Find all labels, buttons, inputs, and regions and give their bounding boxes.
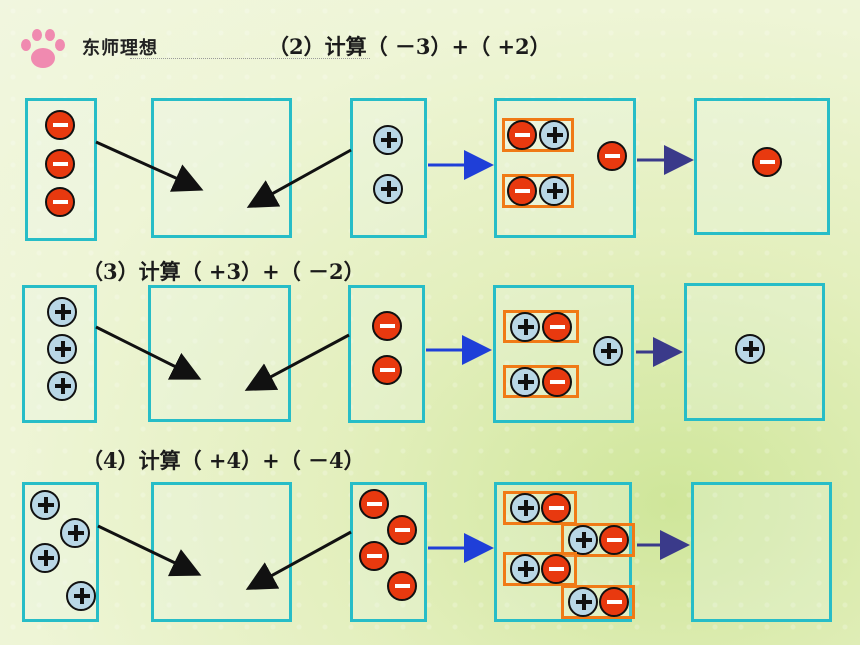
arrow-icon: [246, 148, 352, 208]
minus-chip-icon: [45, 110, 75, 140]
plus-chip-icon: [510, 493, 540, 523]
plus-chip-icon: [539, 176, 569, 206]
plus-chip-icon: [510, 554, 540, 584]
minus-chip-icon: [372, 311, 402, 341]
plus-chip-icon: [373, 174, 403, 204]
problem-3-title: （3）计算（ +3）+（ －2）: [82, 259, 365, 284]
zero-pair: [502, 174, 574, 208]
problem-2-title: （2）计算（ －3）+（ +2）: [268, 34, 551, 59]
row1-addend1-box: [25, 98, 97, 241]
minus-chip-icon: [387, 515, 417, 545]
logo-text: 东师理想: [82, 38, 158, 59]
minus-chip-icon: [542, 312, 572, 342]
zero-pair: [503, 310, 579, 343]
minus-chip-icon: [541, 493, 571, 523]
row1-cancel-box: [494, 98, 636, 238]
minus-chip-icon: [45, 187, 75, 217]
minus-chip-icon: [541, 554, 571, 584]
plus-chip-icon: [30, 490, 60, 520]
row2-result-box: [684, 283, 825, 421]
row1-addend2-box: [350, 98, 427, 238]
minus-chip-icon: [372, 355, 402, 385]
minus-chip-icon: [599, 525, 629, 555]
arrow-icon: [245, 530, 352, 590]
zero-pair: [561, 523, 635, 557]
plus-chip-icon: [373, 125, 403, 155]
zero-pair: [502, 118, 574, 152]
plus-chip-icon: [47, 371, 77, 401]
minus-chip-icon: [599, 587, 629, 617]
plus-chip-icon: [568, 587, 598, 617]
plus-chip-icon: [66, 581, 96, 611]
row3-result-box: [691, 482, 832, 622]
minus-chip-icon: [507, 176, 537, 206]
header-divider: [130, 58, 370, 59]
arrow-icon: [244, 333, 350, 391]
plus-chip-icon: [47, 334, 77, 364]
row3-addend1-box: [22, 482, 99, 622]
row2-cancel-box: [493, 285, 634, 423]
minus-chip-icon: [359, 541, 389, 571]
plus-chip-icon: [510, 312, 540, 342]
arrow-icon: [95, 140, 204, 192]
arrow-icon: [97, 524, 202, 577]
plus-chip-icon: [510, 367, 540, 397]
row1-result-box: [694, 98, 830, 235]
minus-chip-icon: [752, 147, 782, 177]
row2-addend2-box: [348, 285, 425, 423]
plus-chip-icon: [539, 120, 569, 150]
zero-pair: [503, 365, 579, 398]
plus-chip-icon: [735, 334, 765, 364]
zero-pair: [503, 552, 577, 586]
problem-4-title: （4）计算（ +4）+（ －4）: [82, 448, 365, 473]
plus-chip-icon: [47, 297, 77, 327]
minus-chip-icon: [387, 571, 417, 601]
minus-chip-icon: [45, 149, 75, 179]
plus-chip-icon: [60, 518, 90, 548]
plus-chip-icon: [568, 525, 598, 555]
plus-chip-icon: [593, 336, 623, 366]
row3-addend2-box: [350, 482, 427, 622]
logo: [12, 18, 212, 78]
row3-cancel-box: [494, 482, 635, 622]
zero-pair: [561, 585, 635, 619]
plus-chip-icon: [30, 543, 60, 573]
minus-chip-icon: [597, 141, 627, 171]
minus-chip-icon: [359, 489, 389, 519]
minus-chip-icon: [507, 120, 537, 150]
arrow-icon: [95, 325, 202, 380]
minus-chip-icon: [542, 367, 572, 397]
row2-addend1-box: [22, 285, 97, 423]
paw-icon: [21, 29, 65, 68]
zero-pair: [503, 491, 577, 525]
